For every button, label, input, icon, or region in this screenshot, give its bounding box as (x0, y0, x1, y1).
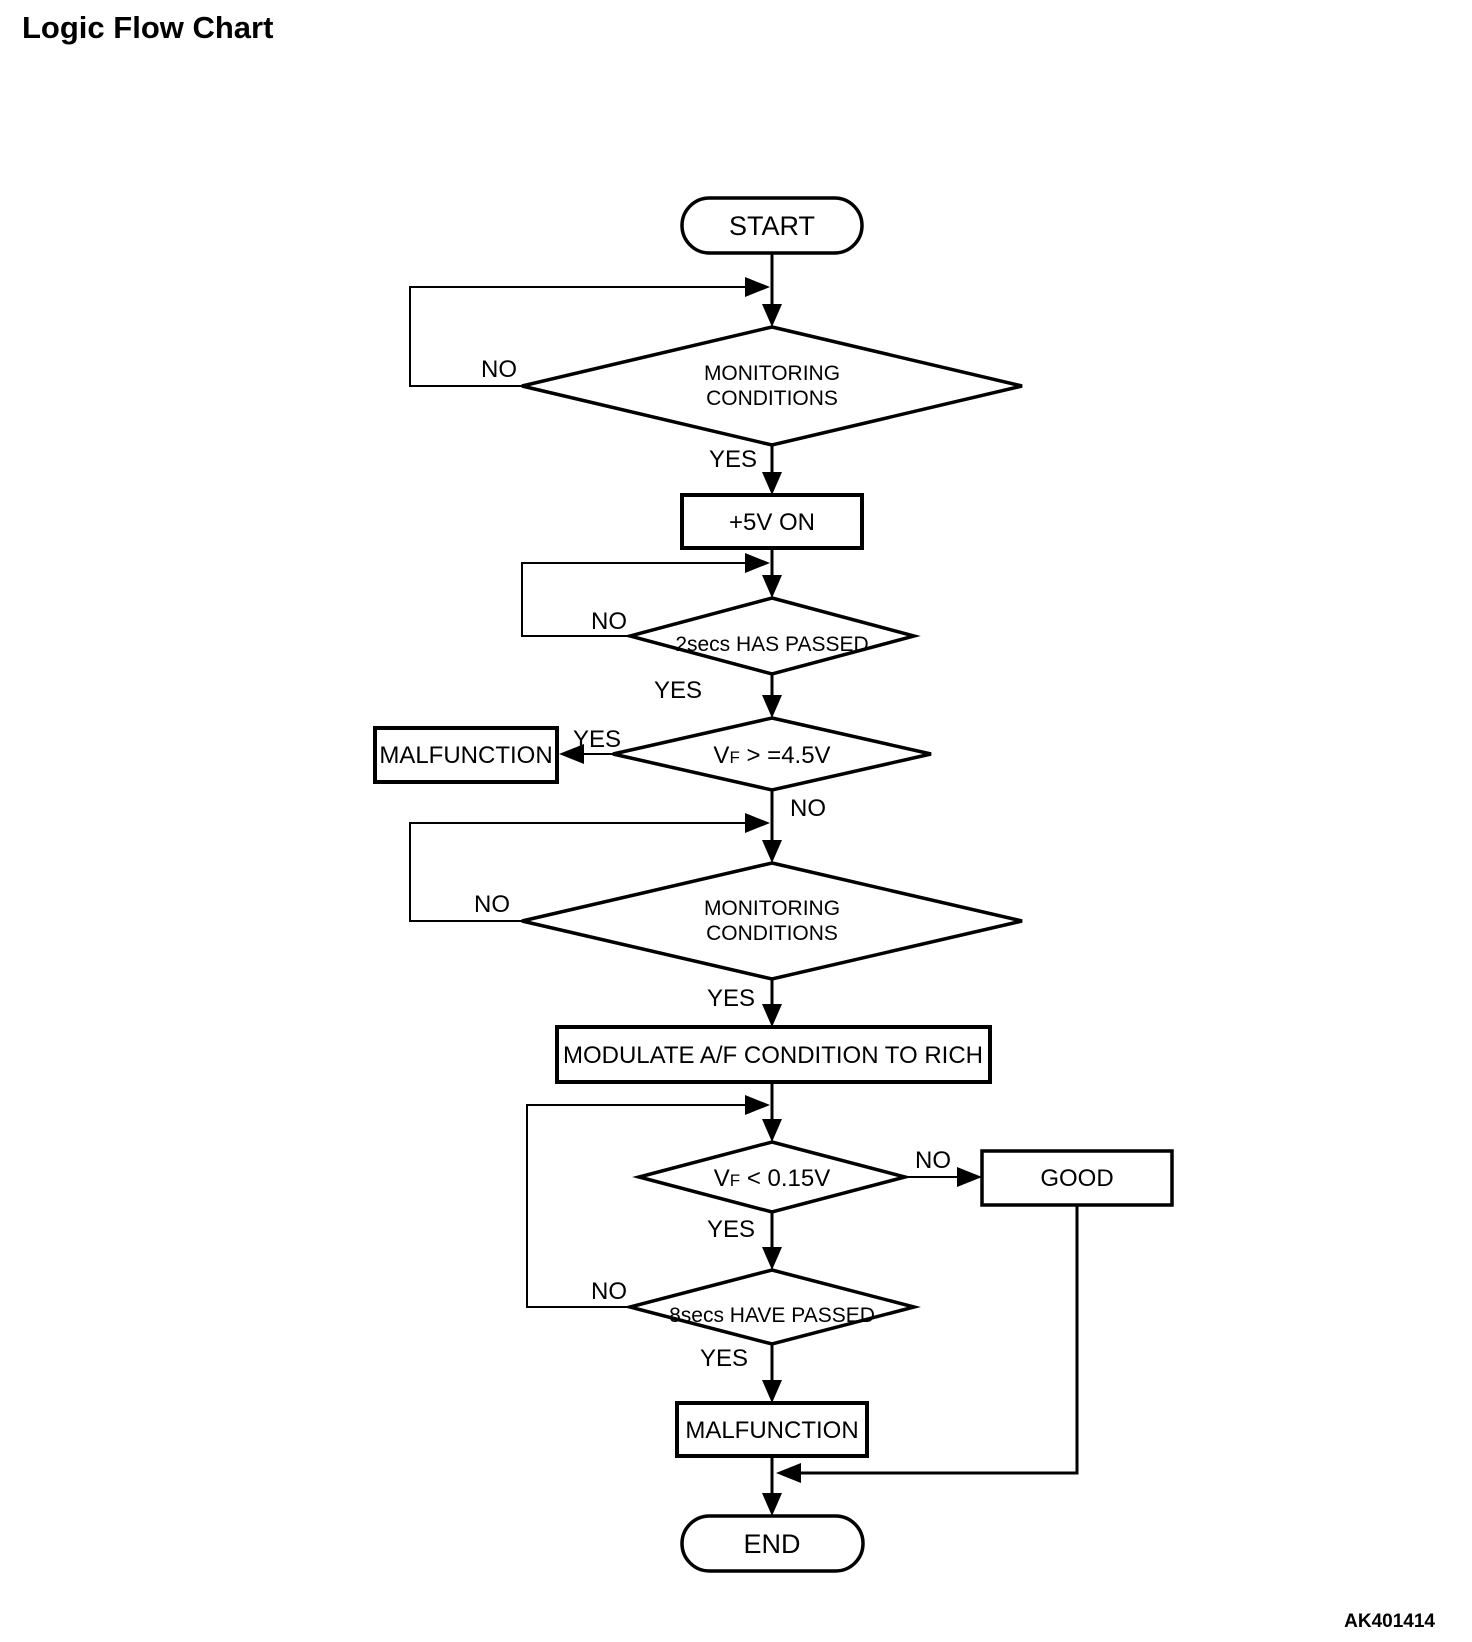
start-terminator (680, 196, 864, 255)
vf-high-no-label: NO (790, 795, 826, 822)
arrowhead-into-modulate (762, 1004, 782, 1027)
malfunction2-label: MALFUNCTION (685, 1417, 858, 1444)
loop-monitoring2-no (409, 822, 766, 922)
malfunction-box-2 (675, 1401, 869, 1458)
good-box (980, 1149, 1174, 1207)
vf-low-label: VF < 0.15V (714, 1165, 830, 1192)
arrowhead-into-malfunction2 (762, 1380, 782, 1403)
vf-low-v: V (714, 1165, 730, 1192)
arrowhead-loop3-join (745, 813, 770, 833)
vf-high-label: VF > =4.5V (713, 742, 830, 769)
arrowhead-loop4-join (745, 1095, 770, 1115)
2secs-passed-diamond (623, 596, 921, 676)
monitoring2-yes-label: YES (707, 985, 755, 1012)
arrowhead-loop1-join (745, 277, 770, 297)
end-terminator (680, 1514, 865, 1573)
2secs-passed-label: 2secs HAS PASSED (675, 633, 868, 656)
monitoring1-no-label: NO (481, 356, 517, 383)
vf-low-subscript: F (730, 1171, 740, 1190)
loop-8secs-no (526, 1104, 766, 1308)
loop-2secs-no (521, 562, 766, 637)
edge-good-to-merge (780, 1205, 1079, 1475)
vf-high-yes-label: YES (573, 726, 621, 753)
arrowhead-loop2-join (745, 553, 770, 573)
monitoring2-label-line2: CONDITIONS (706, 922, 838, 945)
arrowhead-into-power-on (762, 472, 782, 495)
arrowhead-into-2secs (762, 575, 782, 598)
power-on-process-box (680, 493, 864, 550)
monitoring1-label-line1: MONITORING (704, 362, 840, 385)
vf-high-v: V (713, 742, 729, 769)
arrowhead-into-malfunction1 (559, 744, 584, 764)
monitoring1-yes-label: YES (709, 446, 757, 473)
arrowhead-into-vflow (762, 1119, 782, 1142)
malfunction-box-1 (373, 726, 559, 784)
loop-monitoring1-no (409, 286, 766, 387)
power-on-label: +5V ON (729, 509, 815, 536)
2secs-yes-label: YES (654, 677, 702, 704)
modulate-af-label: MODULATE A/F CONDITION TO RICH (563, 1042, 983, 1069)
arrowhead-good-merge (776, 1463, 801, 1483)
8secs-no-label: NO (591, 1278, 627, 1305)
arrowhead-into-8secs (762, 1247, 782, 1270)
arrowhead-into-vfhigh (762, 695, 782, 718)
arrowhead-into-good (957, 1167, 982, 1187)
vf-low-no-label: NO (915, 1147, 951, 1174)
good-label: GOOD (1040, 1165, 1113, 1192)
2secs-no-label: NO (591, 608, 627, 635)
vf-low-decision-diamond (632, 1140, 912, 1214)
8secs-passed-label: 8secs HAVE PASSED (669, 1304, 875, 1327)
monitoring1-label-line2: CONDITIONS (706, 387, 838, 410)
modulate-af-process-box (555, 1025, 992, 1084)
start-label: START (729, 211, 815, 241)
arrowhead-into-monitoring2 (762, 840, 782, 863)
monitoring-conditions-diamond-1 (521, 325, 1023, 447)
monitoring-conditions-diamond-2 (521, 861, 1023, 981)
monitoring2-no-label: NO (474, 891, 510, 918)
vf-low-yes-label: YES (707, 1216, 755, 1243)
flow-connectors (409, 253, 1079, 1516)
monitoring2-label-line1: MONITORING (704, 897, 840, 920)
8secs-yes-label: YES (700, 1345, 748, 1372)
arrowhead-into-end (762, 1493, 782, 1516)
malfunction1-label: MALFUNCTION (379, 742, 552, 769)
vf-high-decision-diamond (612, 716, 932, 792)
end-label: END (743, 1529, 800, 1559)
vf-high-condition: > =4.5V (740, 742, 831, 769)
vf-high-subscript: F (729, 748, 739, 767)
page-title: Logic Flow Chart (22, 10, 274, 45)
figure-code: AK401414 (1344, 1611, 1435, 1632)
arrowhead-into-monitoring1 (762, 304, 782, 327)
vf-low-condition: < 0.15V (740, 1165, 830, 1192)
8secs-passed-diamond (623, 1268, 921, 1346)
